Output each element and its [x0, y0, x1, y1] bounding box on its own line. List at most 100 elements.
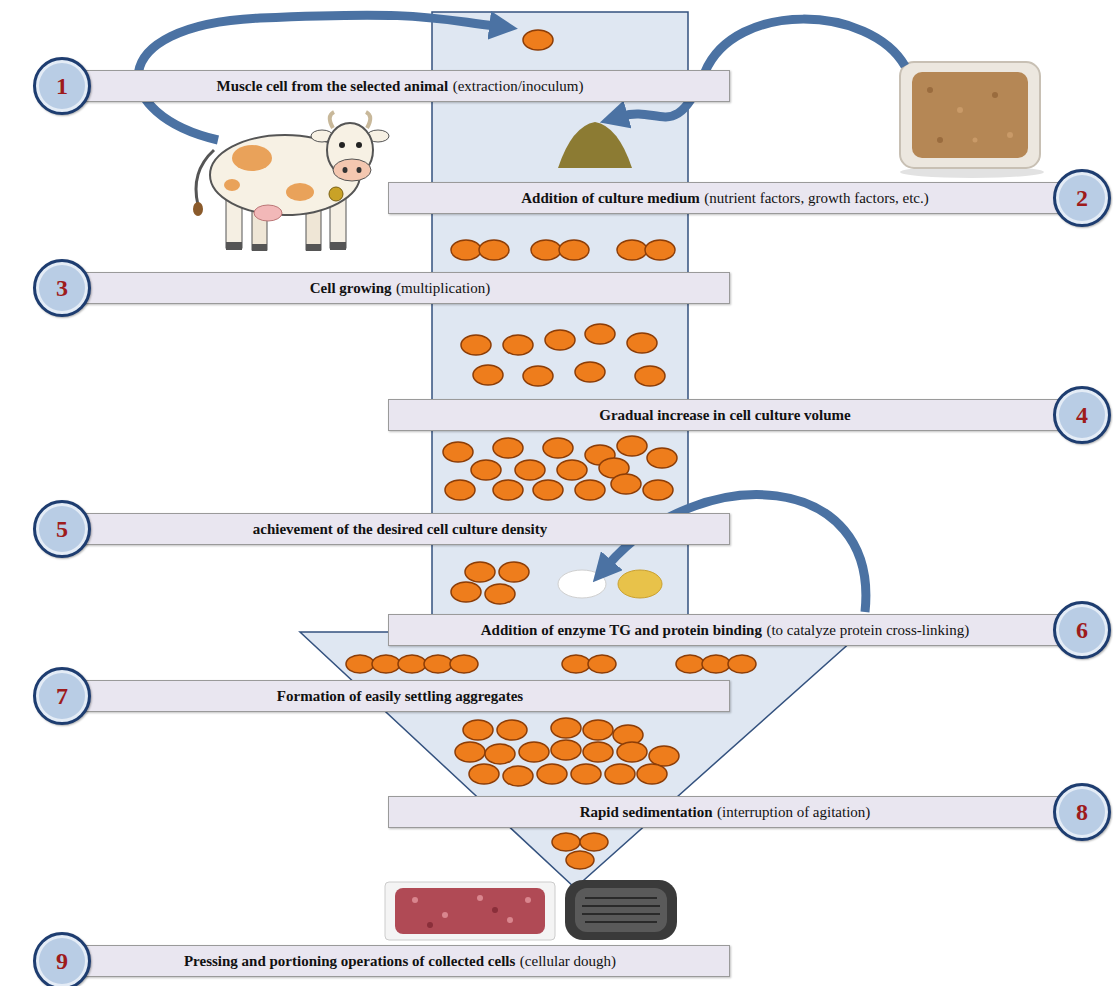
- cell: [503, 335, 533, 355]
- meat-texture: [477, 895, 483, 901]
- cell: [463, 720, 493, 740]
- cell: [443, 442, 473, 462]
- text-holder: Formation of easily settling aggregates: [277, 681, 523, 711]
- cow-hoof: [306, 244, 321, 251]
- cell: [469, 764, 499, 784]
- cow-udder: [254, 205, 282, 221]
- cell: [485, 584, 515, 604]
- cow-eye: [339, 142, 345, 148]
- cell: [676, 655, 704, 673]
- text-holder: Muscle cell from the selected animal(ext…: [216, 71, 583, 101]
- step-title: Rapid sedimentation: [580, 804, 713, 821]
- cell: [543, 438, 573, 458]
- cell: [649, 746, 679, 766]
- step-label-bar: Rapid sedimentation(interruption of agit…: [388, 796, 1062, 828]
- cow-nostril: [357, 167, 362, 173]
- step-label-bar: Formation of easily settling aggregates: [70, 680, 730, 712]
- step-detail: (extraction/inoculum): [453, 78, 584, 95]
- cell: [637, 764, 667, 784]
- step-detail: (interruption of agitation): [717, 804, 870, 821]
- step-label-bar: Addition of culture medium(nutrient fact…: [388, 182, 1062, 214]
- cell: [552, 833, 580, 851]
- burger-press: [565, 880, 677, 940]
- enzyme-powder: [558, 570, 606, 598]
- step-number: 6: [1076, 617, 1088, 643]
- cell: [643, 480, 673, 500]
- cell: [545, 330, 575, 350]
- cow-eye: [356, 142, 362, 148]
- step-number: 9: [56, 948, 68, 974]
- cow-spot: [224, 179, 240, 191]
- cell: [461, 335, 491, 355]
- step-number-circle: 9: [33, 932, 91, 986]
- step-number: 7: [56, 683, 68, 709]
- text-holder: 2: [1076, 186, 1088, 210]
- step-number-circle: 1: [33, 57, 91, 115]
- cow-hoof: [330, 242, 346, 250]
- cell: [571, 764, 601, 784]
- cow-spot: [232, 145, 272, 171]
- cell: [580, 833, 608, 851]
- step-detail: (to catalyze protein cross-linking): [766, 622, 969, 639]
- ground-meat: [395, 888, 545, 934]
- cell: [451, 240, 481, 260]
- cell: [493, 438, 523, 458]
- text-holder: Gradual increase in cell culture volume: [599, 400, 851, 430]
- text-holder: Pressing and portioning operations of co…: [184, 946, 616, 976]
- text-holder: achievement of the desired cell culture …: [253, 514, 547, 544]
- cell: [523, 30, 553, 50]
- cow-horn: [366, 112, 370, 128]
- step-label-bar: Gradual increase in cell culture volume: [388, 399, 1062, 431]
- cell: [551, 718, 581, 738]
- powder-grain: [937, 137, 943, 143]
- step-number-circle: 5: [33, 500, 91, 558]
- cell: [450, 655, 478, 673]
- step-title: Gradual increase in cell culture volume: [599, 407, 851, 424]
- cow-spot: [286, 183, 314, 201]
- cell: [617, 240, 647, 260]
- step-title: achievement of the desired cell culture …: [253, 521, 547, 538]
- cell: [473, 365, 503, 385]
- step-number-circle: 6: [1053, 601, 1111, 659]
- burger-press-plate: [575, 888, 667, 932]
- cell: [519, 742, 549, 762]
- cell: [497, 720, 527, 740]
- powder-grain: [973, 138, 978, 143]
- cell: [455, 742, 485, 762]
- text-holder: 8: [1076, 800, 1088, 824]
- cell: [445, 480, 475, 500]
- cell: [523, 366, 553, 386]
- cell: [515, 460, 545, 480]
- cell: [605, 764, 635, 784]
- text-holder: Cell growing(multiplication): [310, 273, 490, 303]
- jar-powder: [912, 72, 1028, 158]
- cell: [493, 480, 523, 500]
- cell: [533, 480, 563, 500]
- press-ridge: [582, 905, 660, 907]
- cell: [346, 655, 374, 673]
- text-holder: 1: [56, 74, 68, 98]
- step-number: 3: [56, 275, 68, 301]
- step-number: 4: [1076, 402, 1088, 428]
- cow-bell: [329, 187, 343, 201]
- press-ridge: [582, 913, 660, 915]
- cow-horn: [330, 112, 334, 128]
- cell: [557, 460, 587, 480]
- cell: [645, 240, 675, 260]
- text-holder: 4: [1076, 403, 1088, 427]
- meat-texture: [442, 912, 448, 918]
- powder-grain: [927, 87, 933, 93]
- meat-tray: [385, 882, 555, 940]
- step-title: Cell growing: [310, 280, 392, 297]
- text-holder: Addition of enzyme TG and protein bindin…: [481, 615, 970, 645]
- cell: [485, 744, 515, 764]
- step-detail: (multiplication): [396, 280, 490, 297]
- jar: [900, 62, 1040, 168]
- cell: [583, 720, 613, 740]
- cow-hoof: [252, 244, 267, 251]
- step-label-bar: Pressing and portioning operations of co…: [70, 945, 730, 977]
- cow-hoof: [226, 242, 242, 250]
